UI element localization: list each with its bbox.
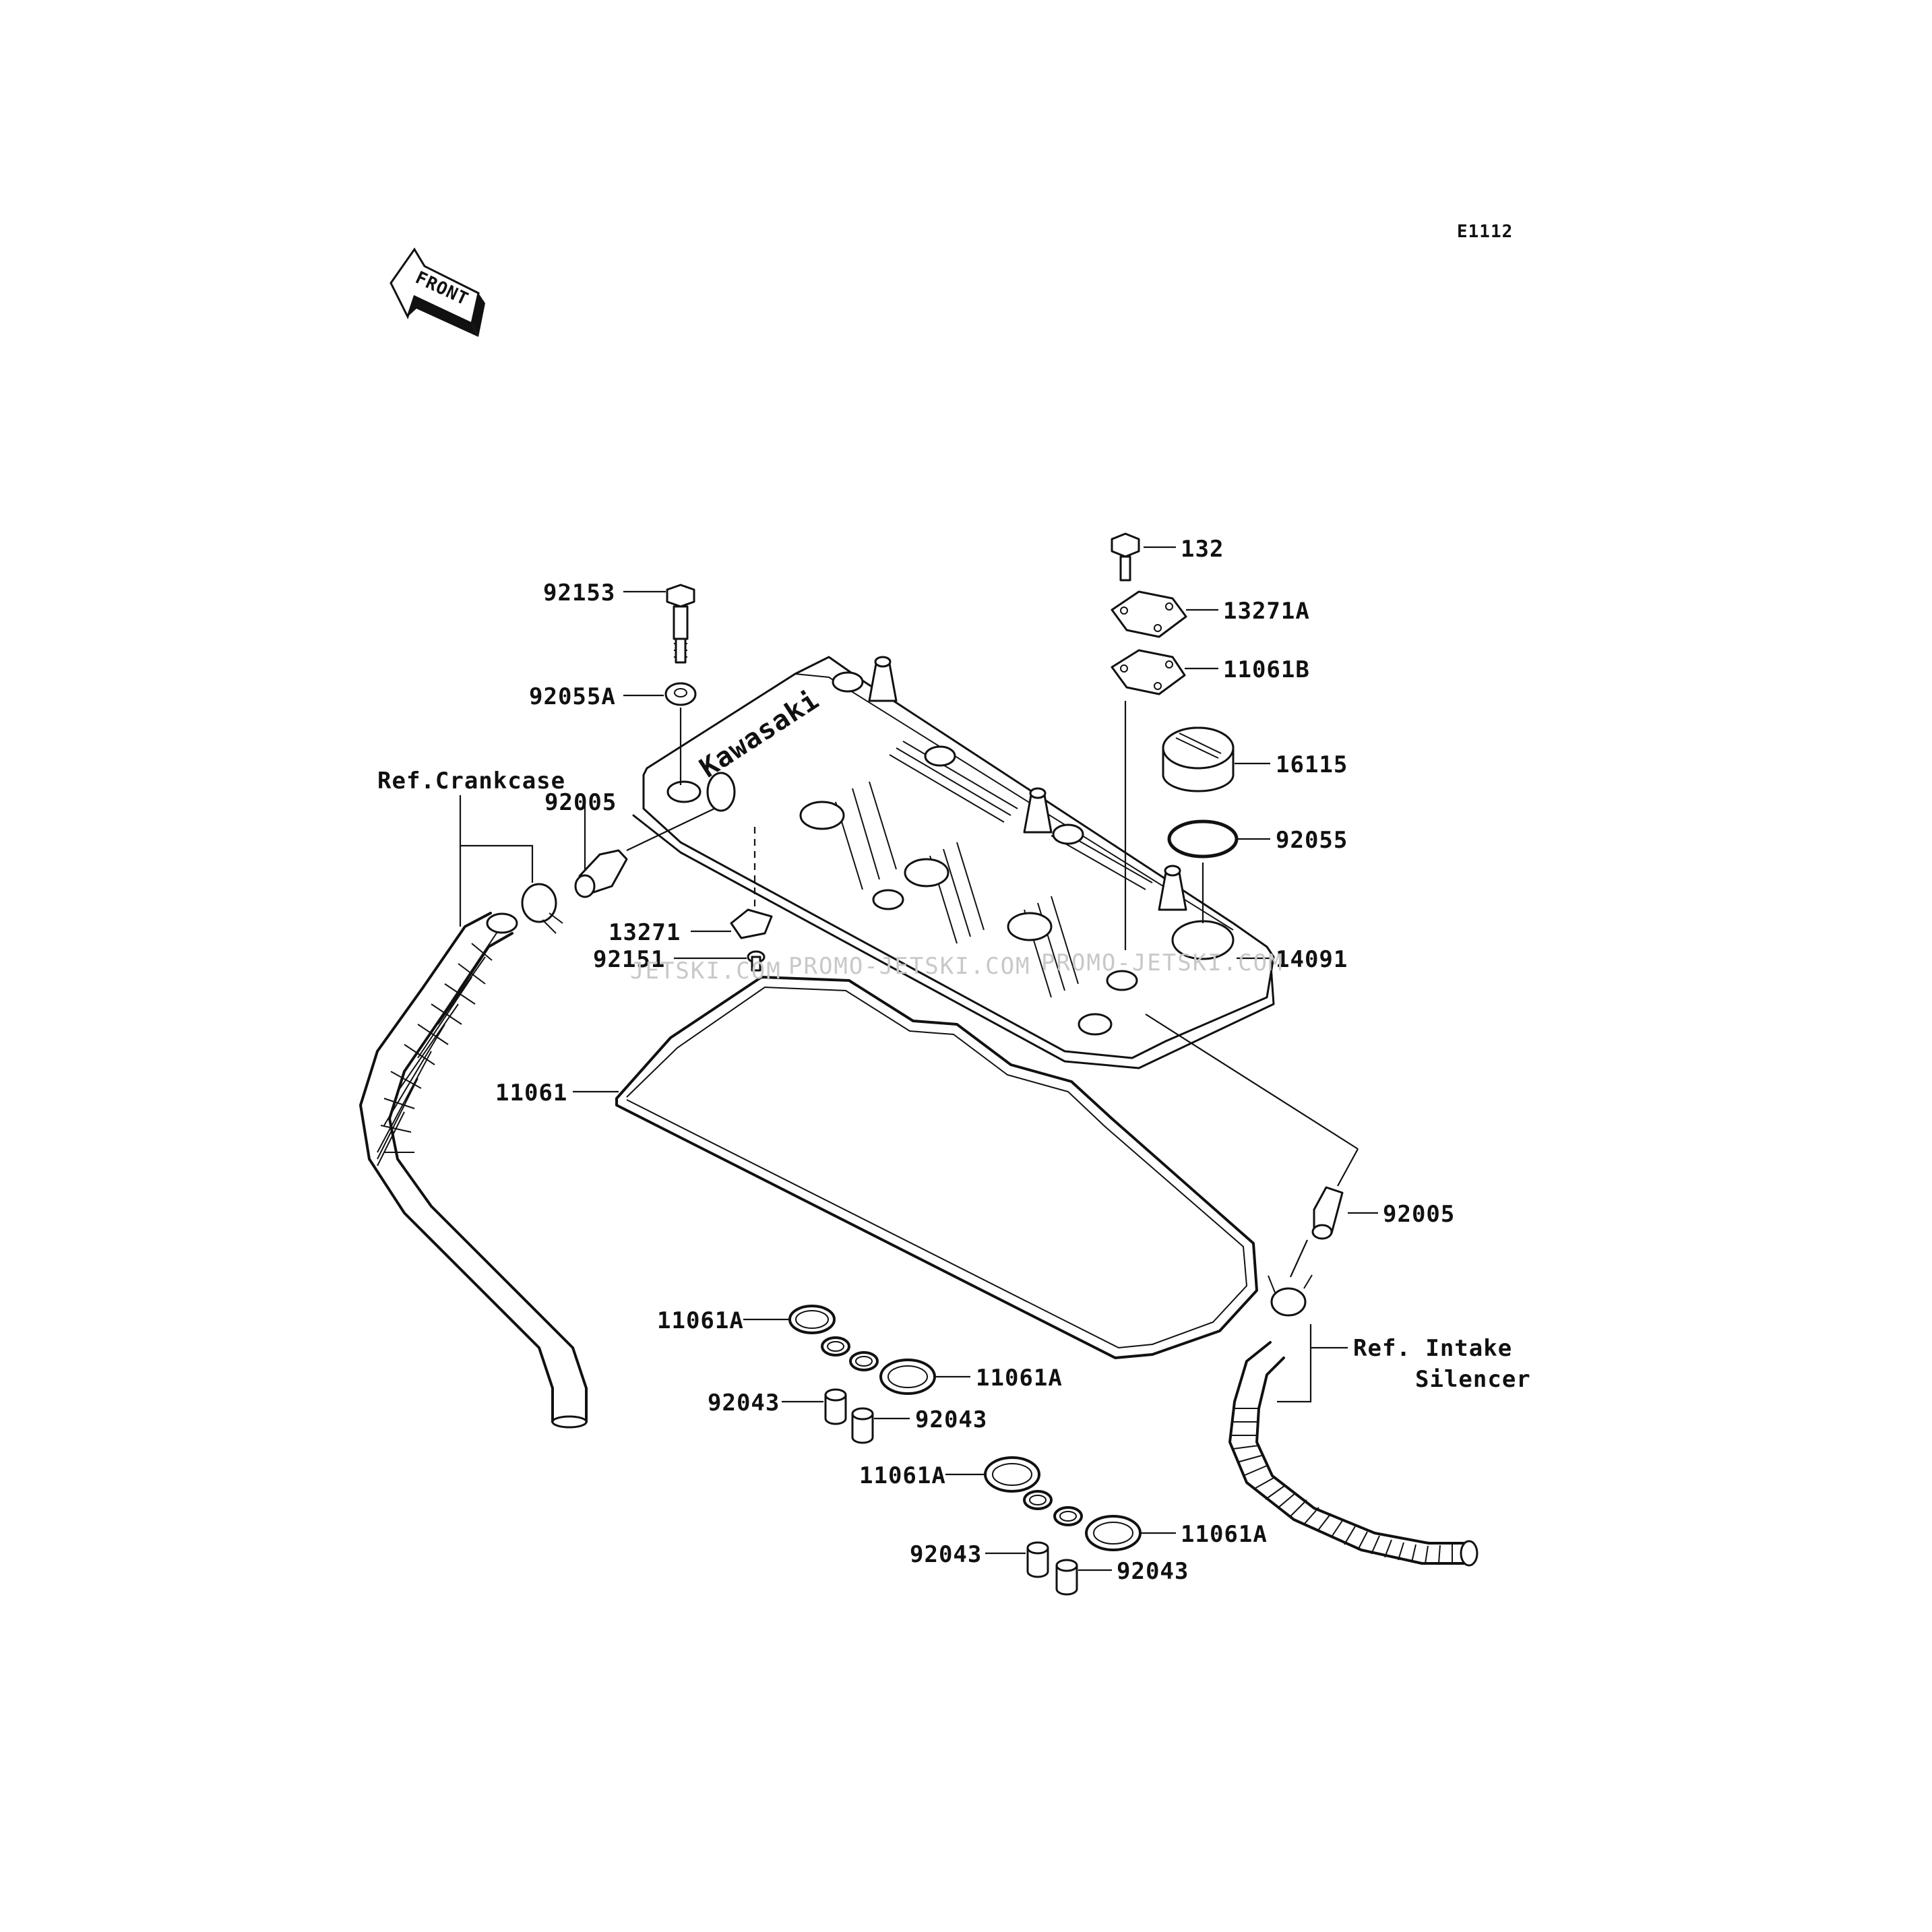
bolt-132-icon: [1111, 532, 1140, 582]
callout-92043-3: 92043: [910, 1541, 982, 1568]
diagram-code: E1112: [1457, 222, 1513, 242]
plate-13271A-icon: [1111, 590, 1187, 638]
ref-intake-label-1: Ref. Intake: [1353, 1335, 1512, 1362]
callout-13271A: 13271A: [1223, 598, 1310, 625]
hose-clamp-left-icon: [521, 883, 563, 934]
bolt-92153-icon: [666, 584, 695, 664]
callout-92043-1: 92043: [708, 1390, 780, 1416]
oil-filler-cap-icon: [1162, 726, 1235, 792]
callout-92005-right: 92005: [1383, 1201, 1455, 1228]
callout-13271: 13271: [609, 919, 681, 946]
callout-11061B: 11061B: [1223, 656, 1310, 683]
callout-92055: 92055: [1276, 827, 1348, 854]
callout-92005-top: 92005: [544, 789, 617, 816]
fitting-92005-right-icon: [1311, 1186, 1344, 1240]
oring-collar-group-2: [984, 1456, 1142, 1596]
watermark-3: PROMO-JETSKI.COM: [1041, 949, 1284, 976]
callout-11061A-2: 11061A: [976, 1365, 1063, 1392]
callout-92055A: 92055A: [529, 683, 616, 710]
callout-14091: 14091: [1276, 946, 1348, 973]
cylinder-head-cover: Kawasaki: [632, 656, 1275, 1069]
front-arrow-icon: FRONT: [389, 247, 485, 337]
ref-intake-label-2: Silencer: [1415, 1366, 1531, 1393]
head-cover-gasket: [615, 976, 1258, 1359]
leader-lines: [459, 546, 1378, 1571]
callout-11061A-1: 11061A: [657, 1307, 744, 1334]
screw-92151-icon: [747, 950, 766, 972]
callout-11061A-3: 11061A: [859, 1462, 946, 1489]
gasket-11061B-icon: [1111, 649, 1186, 695]
callout-16115: 16115: [1276, 751, 1348, 778]
callout-11061: 11061: [495, 1080, 567, 1107]
washer-92055A-icon: [664, 682, 697, 706]
o-ring-92055-icon: [1167, 819, 1239, 859]
watermark-1: JETSKI.COM: [630, 958, 782, 985]
callout-92043-4: 92043: [1117, 1558, 1189, 1585]
watermark-2: PROMO-JETSKI.COM: [788, 953, 1031, 980]
oring-collar-group-1: [788, 1305, 936, 1444]
ref-crankcase-label: Ref.Crankcase: [377, 768, 565, 794]
fitting-92005-top-icon: [574, 849, 628, 898]
callout-132: 132: [1181, 536, 1224, 563]
callout-92153: 92153: [543, 580, 615, 606]
callout-92151: 92151: [593, 946, 665, 973]
clamp-13271-icon: [730, 908, 773, 939]
callout-92043-2: 92043: [915, 1406, 987, 1433]
crankcase-hose: [359, 912, 588, 1429]
callout-11061A-4: 11061A: [1181, 1521, 1268, 1548]
intake-silencer-hose: [1228, 1341, 1478, 1567]
hose-clamp-right-icon: [1268, 1274, 1313, 1317]
